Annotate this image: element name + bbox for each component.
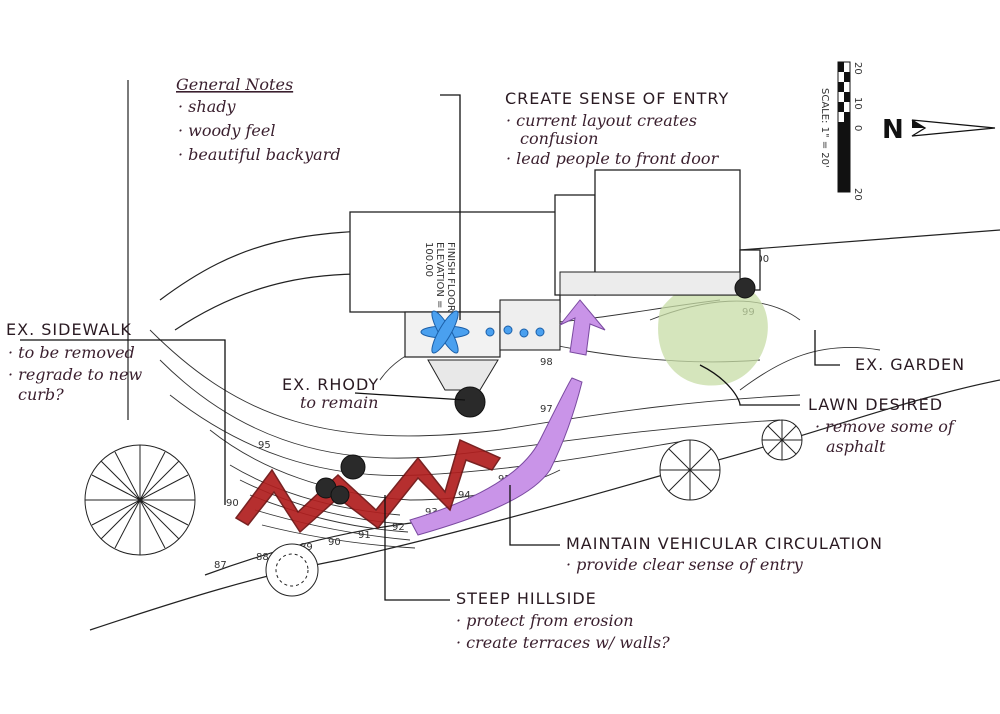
scale-text: SCALE: 1" = 20' xyxy=(819,88,830,168)
entry-heading: CREATE SENSE OF ENTRY xyxy=(505,89,729,108)
scale-tick: 0 xyxy=(852,125,863,131)
entry-arrow xyxy=(559,299,606,356)
sidewalk-note: · to be removed xyxy=(8,343,135,362)
circulation-note: · provide clear sense of entry xyxy=(566,555,804,574)
tree-dark-rhody xyxy=(454,386,486,418)
general-note-item: · woody feel xyxy=(178,121,275,140)
scale-tick: 10 xyxy=(852,97,863,110)
hillside-note: · protect from erosion xyxy=(456,611,634,630)
contour-label: 87 xyxy=(214,560,227,571)
lawn-heading: LAWN DESIRED xyxy=(808,395,943,414)
general-note-item: · shady xyxy=(178,97,236,116)
contour-label: 92 xyxy=(392,522,405,533)
tree-dark-small xyxy=(315,277,756,505)
lawn-note: asphalt xyxy=(826,437,886,456)
contour-label: 90 xyxy=(226,498,239,509)
hillside-heading: STEEP HILLSIDE xyxy=(456,589,597,608)
contour-label: 97 xyxy=(540,404,553,415)
north-arrow-icon xyxy=(911,119,996,137)
entry-note: · current layout creates xyxy=(506,111,697,130)
general-note-item: · beautiful backyard xyxy=(178,145,341,164)
contour-label: 90 xyxy=(328,537,341,548)
sidewalk-heading: EX. SIDEWALK xyxy=(6,320,132,339)
hillside-note: · create terraces w/ walls? xyxy=(456,633,670,652)
tree-right-1 xyxy=(659,439,721,501)
entry-star-icon xyxy=(420,310,470,354)
contour-label: 88 xyxy=(256,552,269,563)
entry-dots xyxy=(485,325,545,338)
general-notes-title: General Notes xyxy=(176,75,293,94)
street-edge xyxy=(89,379,1000,631)
tree-large-left xyxy=(84,444,196,556)
contour-label: 94 xyxy=(458,490,471,501)
sidewalk-note: curb? xyxy=(18,385,64,404)
sidewalk-note: · regrade to new xyxy=(8,365,142,384)
leader-lines xyxy=(20,94,840,601)
finish-floor-label: FINISH FLOOR ELEVATION = 100.00 xyxy=(423,242,456,315)
entry-note: confusion xyxy=(520,129,598,148)
north-letter: N xyxy=(882,115,904,145)
building xyxy=(349,169,761,358)
contour-label: 89 xyxy=(300,542,313,553)
stone-planter xyxy=(427,359,499,391)
lawn-note: · remove some of xyxy=(815,417,957,436)
tree-right-2 xyxy=(761,419,803,461)
contour-label: 93 xyxy=(425,507,438,518)
scale-bar xyxy=(837,61,851,193)
garden-area xyxy=(658,278,768,386)
scale-tick: 20 xyxy=(852,62,863,75)
entry-note: · lead people to front door xyxy=(506,149,720,168)
garden-heading: EX. GARDEN xyxy=(855,355,965,374)
tree-lower xyxy=(265,543,319,597)
contour-label: 95 xyxy=(258,440,271,451)
scale-tick: 20 xyxy=(852,188,863,201)
terrace-walls xyxy=(234,438,502,534)
circulation-heading: MAINTAIN VEHICULAR CIRCULATION xyxy=(566,534,883,553)
circulation-arrow xyxy=(409,377,583,536)
contour-label: 98 xyxy=(540,357,553,368)
contour-label: 91 xyxy=(358,530,371,541)
rhody-heading: EX. RHODY xyxy=(282,375,379,394)
rhody-note: to remain xyxy=(300,393,378,412)
